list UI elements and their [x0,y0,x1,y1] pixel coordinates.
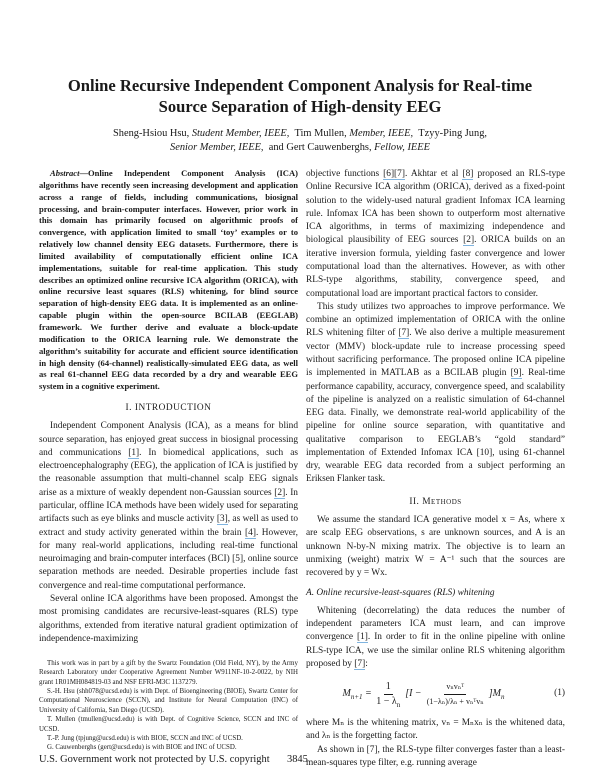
footnote-funding: This work was in part by a gift by the S… [39,660,298,686]
methods-paragraph-1: We assume the standard ICA generative mo… [306,515,565,579]
author-name: Tzyy-Ping Jung, [418,128,487,139]
citation-link[interactable]: [3] [216,514,228,526]
footnote-author: T.-P. Jung (tpjung@ucsd.edu) is with BIO… [47,734,243,742]
intro-paragraph-3: This study utilizes two approaches to im… [306,301,565,485]
citation-link[interactable]: [9] [510,368,522,380]
section-heading-methods: II. Methods [409,496,462,507]
equation-1: Mn+1 = 1 1 − λn [I − vₙvₙᵀ (1−λₙ)/λₙ + v… [306,674,565,714]
footnote-author: S.-H. Hsu (shh078@ucsd.edu) is with Dept… [39,688,298,714]
citation-link[interactable]: [6][7] [383,169,405,180]
author-role: Fellow, IEEE [374,142,430,153]
methods-paragraph-4: As shown in [7], the RLS-type filter con… [306,744,565,768]
citation-link[interactable]: [1] [357,632,368,644]
citation-link[interactable]: [4] [245,527,256,539]
equation-number: (1) [554,688,565,699]
paper-title: Online Recursive Independent Component A… [0,76,600,117]
equation-body: Mn+1 = 1 1 − λn [I − vₙvₙᵀ (1−λₙ)/λₙ + v… [342,681,505,709]
fraction: vₙvₙᵀ (1−λₙ)/λₙ + vₙᵀvₙ [426,682,484,706]
citation-link[interactable]: [8] [462,169,474,180]
author-name: Sheng-Hsiou Hsu, [113,128,190,139]
author-list: Sheng-Hsiou Hsu, Student Member, IEEE, T… [0,127,600,155]
methods-paragraph-3: where Mₙ is the whitening matrix, vₙ = M… [306,718,565,742]
citation-link[interactable]: [7] [354,658,366,670]
citation-link[interactable]: [2] [274,487,286,499]
footnotes: This work was in part by a gift by the S… [39,659,298,752]
abstract-label: Abstract [50,168,80,178]
copyright-notice: U.S. Government work not protected by U.… [39,754,270,765]
author-name: and Gert Cauwenberghs, [268,142,372,153]
citation-link[interactable]: [7] [398,328,410,340]
abstract: Abstract—Online Independent Component An… [39,168,298,393]
intro-paragraph-2-continued: objective functions [6][7]. Akhtar et al… [306,169,566,299]
right-column: objective functions [6][7]. Akhtar et al… [306,168,565,770]
title-line-1: Online Recursive Independent Component A… [67,76,533,95]
author-role: Senior Member, IEEE, [170,142,264,153]
footnote-author: G. Cauwenberghs (gert@ucsd.edu) is with … [47,744,237,752]
footnote-author: T. Mullen (tmullen@ucsd.edu) is with Dep… [39,716,298,733]
author-role: Member, IEEE, [349,128,414,139]
page-number: 3845 [287,754,308,765]
abstract-text: —Online Independent Component Analysis (… [39,168,298,392]
author-role: Student Member, IEEE, [191,128,290,139]
intro-paragraph-1: Independent Component Analysis (ICA), as… [39,421,299,591]
methods-paragraph-2: Whitening (decorrelating) the data reduc… [306,605,565,670]
author-name: Tim Mullen, [294,128,347,139]
fraction: 1 1 − λn [376,681,401,709]
title-line-2: Source Separation of High-density EEG [158,96,442,116]
left-column: Abstract—Online Independent Component An… [39,168,298,753]
intro-paragraph-2: Several online ICA algorithms have been … [39,593,298,644]
citation-link[interactable]: [2] [463,235,475,247]
section-heading-introduction: I. INTRODUCTION [125,403,212,414]
subsection-heading-rls-whitening: A. Online recursive-least-squares (RLS) … [306,588,495,599]
citation-link[interactable]: [1] [128,447,140,459]
